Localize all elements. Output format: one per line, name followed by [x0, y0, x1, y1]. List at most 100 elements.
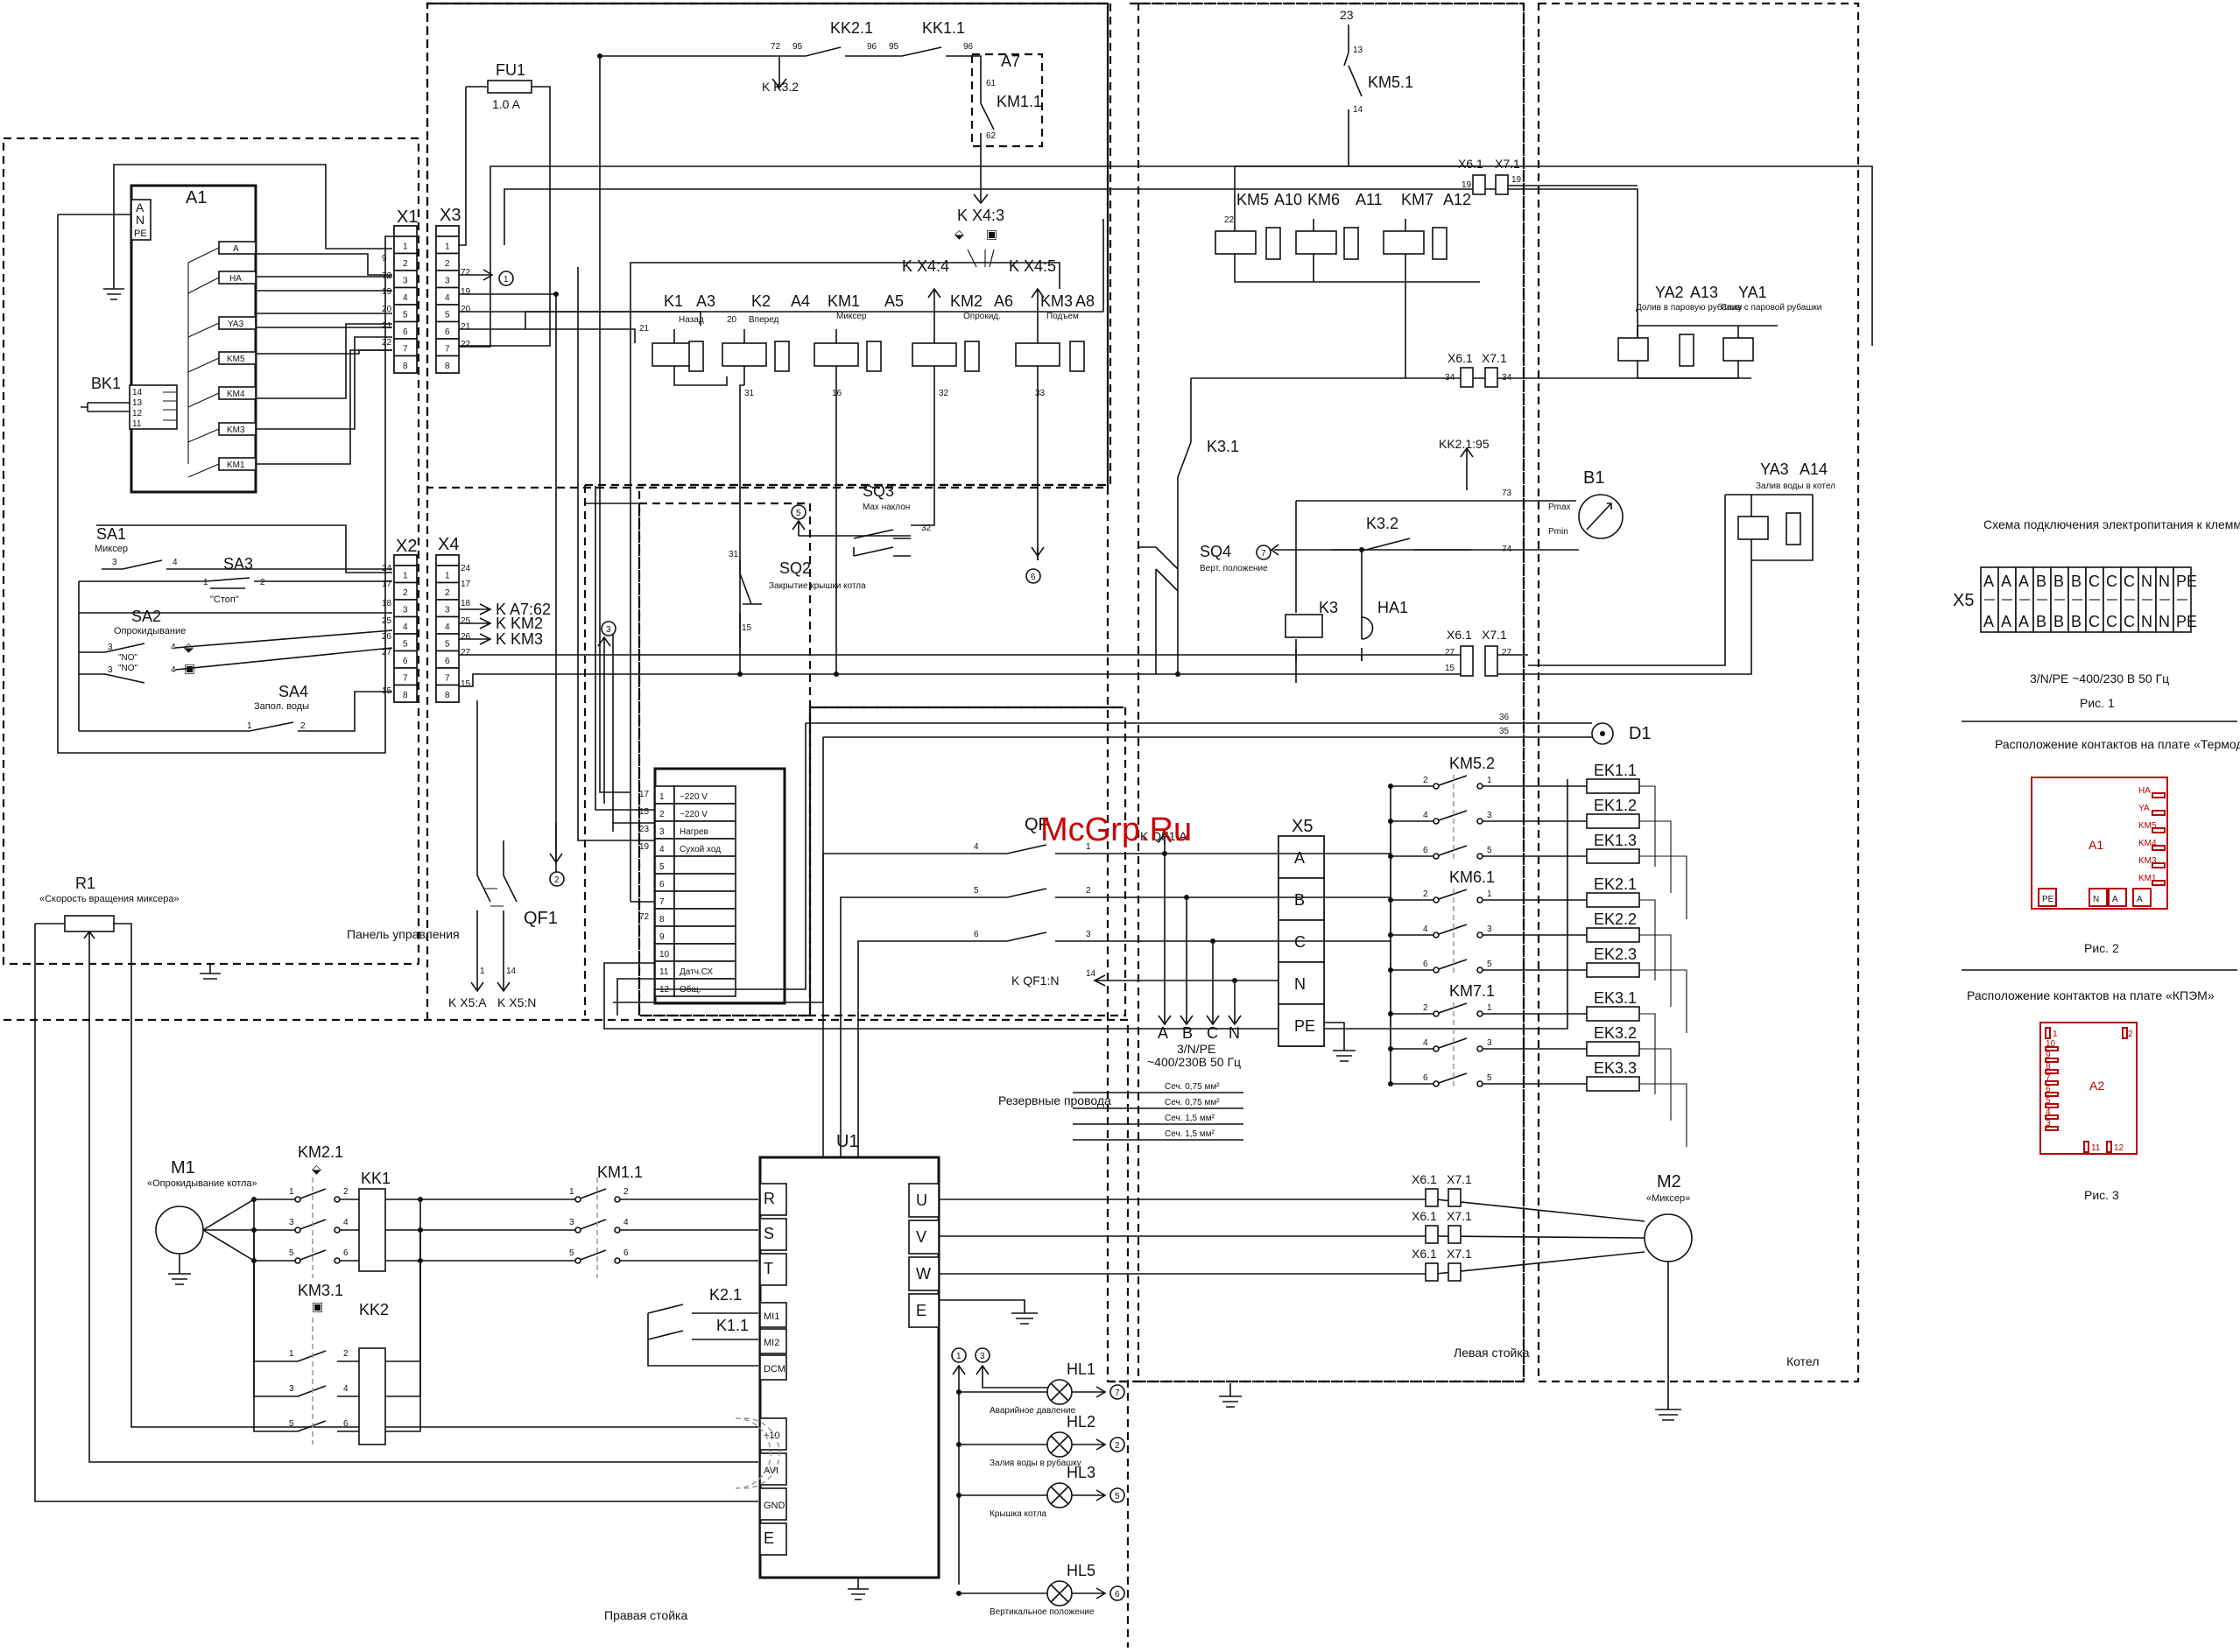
heater-element	[1586, 1041, 1640, 1057]
u1-input-label: GND	[764, 1501, 785, 1511]
km71-label: KM7.1	[1449, 982, 1495, 1000]
x2-wire: 15	[382, 686, 392, 696]
ha1-label: HA1	[1377, 599, 1408, 616]
fig3-pin	[2122, 1027, 2128, 1039]
fig3-pin	[2045, 1046, 2059, 1051]
terminal-header	[435, 225, 460, 237]
x3-wire: 20	[461, 305, 471, 314]
fig3-pin	[2045, 1027, 2051, 1039]
sa3-label: SA3	[223, 555, 253, 573]
m1-phase-line	[254, 1188, 758, 1200]
d1-label: D1	[1629, 724, 1652, 743]
a1-out-km1: KM1	[227, 460, 245, 470]
fig2-pin	[2152, 810, 2166, 816]
lamp-ref-circle	[1109, 1487, 1125, 1503]
x2-wire: 17	[382, 580, 392, 589]
fig1-label: Рис. 1	[2080, 696, 2115, 710]
x4-wire: 27	[461, 648, 471, 657]
fig3-pin-label: 11	[2091, 1143, 2101, 1153]
u1-output-pin	[908, 1220, 940, 1255]
a2-label-cell	[673, 890, 736, 910]
lamp-cross	[1050, 1486, 1069, 1505]
km11-pin: 2	[623, 1187, 629, 1197]
a2-wiring: 3	[577, 262, 1568, 1030]
x71-label-2: X7.1	[1482, 351, 1507, 365]
contact-pin-in: 4	[1423, 811, 1428, 820]
fig3-pin	[2045, 1126, 2059, 1131]
km52-label: KM5.2	[1449, 755, 1495, 772]
x1-wire: 19	[382, 287, 392, 297]
kk2-label: KK2	[359, 1301, 389, 1318]
km21-pin: 1	[289, 1187, 294, 1197]
fig2-pin	[2152, 845, 2166, 851]
km11-pin: 4	[623, 1218, 629, 1227]
u1-input-pin	[759, 1522, 787, 1556]
x4-wire: 17	[461, 580, 471, 589]
qf1-label: QF1	[524, 909, 558, 928]
fig1-terminal-bottom: C	[2124, 613, 2135, 630]
sq2-desc: Закрытие крышки котла	[769, 581, 866, 591]
contact-pole	[1391, 1002, 1587, 1015]
panel-label: Панель управления	[347, 927, 460, 941]
contact-pin-out: 5	[1487, 960, 1492, 969]
fig2-label: Рис. 2	[2084, 941, 2119, 955]
heater-label: EK2.3	[1594, 946, 1637, 963]
heater-element	[1586, 813, 1640, 829]
terminal-pin: 7	[403, 674, 408, 684]
wire-34b: 34	[1502, 373, 1512, 383]
terminal-pin: 8	[445, 691, 450, 700]
sa4-pin: 1	[247, 721, 252, 731]
terminal-pin: 1	[403, 243, 408, 252]
heater-return	[1639, 785, 1656, 867]
wire-15a: 15	[1445, 664, 1455, 673]
k31-contact: K3.1 KK2.1:95	[1177, 377, 1751, 547]
contact-node	[1433, 1010, 1440, 1017]
k32-k3-ha1: K3.2 7 K3 HA1	[1256, 515, 1471, 661]
m2-desc: «Миксер»	[1646, 1193, 1690, 1204]
relay-row-top: K1 A3 Назад 21 K2 A4 Вперед 20 31 KM1 A5…	[525, 219, 1104, 648]
sa3-pin: 2	[260, 578, 265, 587]
m1-motor: M1 «Опрокидывание котла»	[147, 1158, 257, 1285]
terminal-pin: 7	[445, 345, 450, 355]
lamp-ref: 2	[1115, 1441, 1120, 1451]
km31-pin: 2	[343, 1349, 349, 1359]
kk1-label: KK1	[361, 1170, 391, 1187]
terminal-pin: 1	[445, 243, 450, 252]
km21-pin: 3	[289, 1218, 294, 1227]
wire-61: 61	[986, 79, 997, 88]
x61-motor-cell	[1425, 1225, 1439, 1244]
terminal-pin: 1	[445, 572, 450, 581]
contact-pin-in: 6	[1423, 1073, 1428, 1083]
a2-label-cell	[673, 978, 736, 997]
circled-1: 1	[504, 275, 509, 285]
fig2: Расположение контактов на плате «Термода…	[1962, 737, 2240, 971]
contact-node	[1476, 967, 1483, 974]
heater-label: EK1.1	[1594, 762, 1637, 779]
km3-label: KM3	[1040, 292, 1073, 310]
km31-label: KM3.1	[298, 1282, 343, 1299]
heater-element	[1586, 892, 1640, 908]
x1-wire: 72	[382, 271, 392, 281]
a2-pin-num: 3	[659, 827, 665, 837]
a2-region	[637, 502, 812, 1017]
lamp-ref-circle	[1109, 1384, 1125, 1400]
u1-input-pin	[759, 1183, 787, 1216]
fig1: Схема подключения электропитания к клемм…	[1953, 517, 2240, 722]
lamp-ref: 6	[1115, 1590, 1120, 1599]
a1-pin-a: A	[136, 200, 144, 214]
terminal-pin: 4	[445, 293, 450, 303]
bk1-pin: 13	[132, 398, 143, 408]
junction-dot	[956, 1493, 962, 1498]
terminal-cell	[393, 355, 418, 374]
x3-wire: 22	[461, 340, 471, 349]
contact-pin-out: 5	[1487, 846, 1492, 855]
fig2-pin-label: KM5	[2138, 821, 2157, 831]
x61-top-label: X6.1	[1458, 157, 1483, 171]
x4-wire: 24	[461, 564, 471, 573]
fig3-pin-label: 6	[2046, 1085, 2051, 1094]
sa3-pin: 1	[203, 578, 208, 587]
a2-pin-cell	[654, 803, 675, 822]
contact-node	[614, 1257, 621, 1264]
